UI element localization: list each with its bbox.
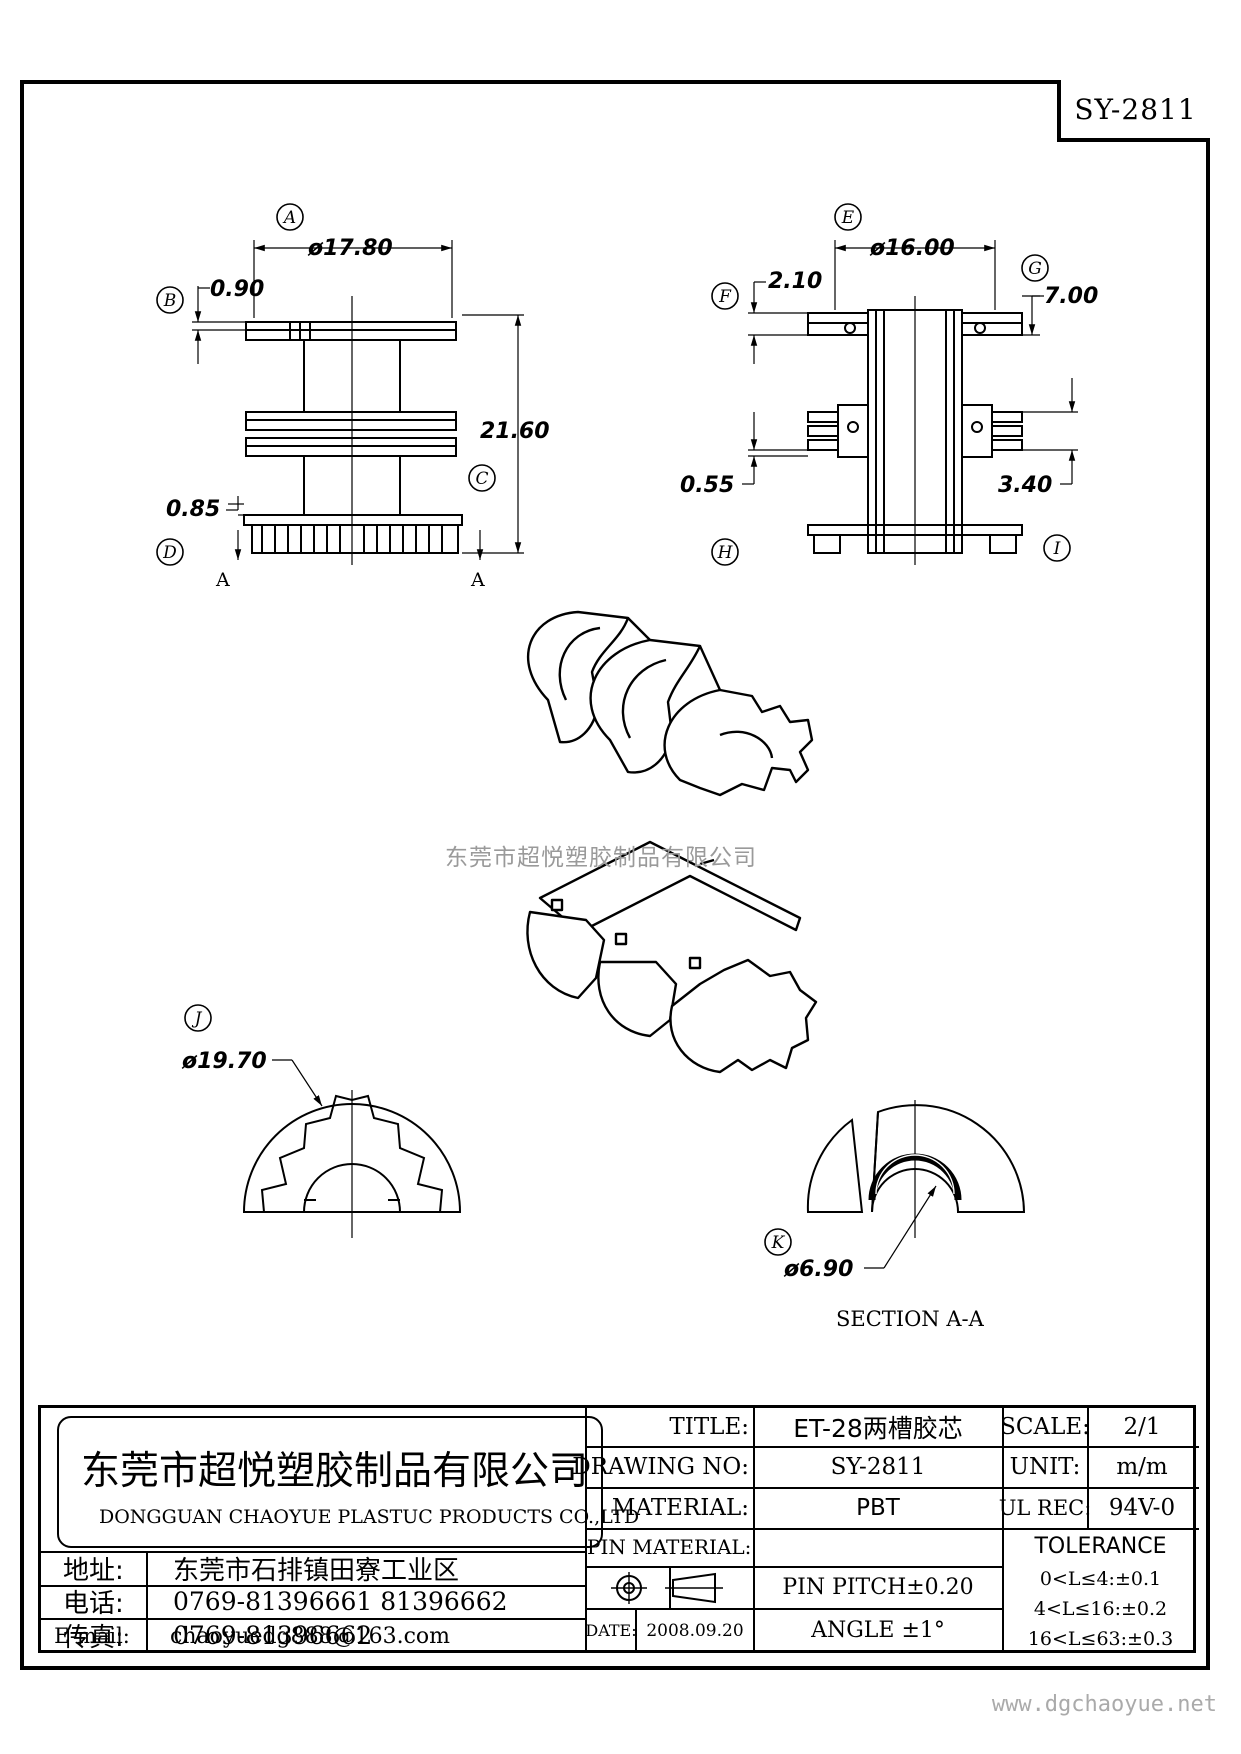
date-value: 2008.09.20 (646, 1620, 744, 1641)
tolerance-row-2: 4<L≤16:±0.2 (1033, 1598, 1168, 1620)
projection-symbol (611, 1572, 723, 1604)
dim-e: ø16.00 (869, 236, 955, 261)
section-a-a (806, 1100, 1026, 1269)
pin-material-label: PIN MATERIAL: (587, 1535, 752, 1559)
material-label: MATERIAL: (611, 1494, 749, 1521)
email-label: E-mail: (54, 1624, 130, 1648)
dim-b: 0.90 (210, 277, 264, 302)
scale-label: SCALE: (1000, 1414, 1090, 1440)
unit-value: m/m (1116, 1453, 1168, 1480)
company-name-cn: 东莞市超悦塑胶制品有限公司 (81, 1449, 589, 1494)
dim-g: 7.00 (1044, 284, 1098, 309)
dimension-labels: ø17.80 0.90 21.60 0.85 ø16.00 2.10 7.00 … (166, 236, 1098, 1282)
scale-value: 2/1 (1123, 1414, 1161, 1440)
material-value: PBT (856, 1494, 900, 1521)
isometric-lower (526, 840, 818, 1074)
balloon-a: A (282, 208, 296, 228)
drawing-frame (20, 80, 1210, 1670)
balloon-c: C (475, 469, 488, 489)
fax-value: 0769-81396662 (173, 1621, 373, 1650)
company-box: 东莞市超悦塑胶制品有限公司 DONGGUAN CHAOYUE PLASTUC P… (57, 1416, 639, 1548)
tolerance-row-3: 16<L≤63:±0.3 (1027, 1627, 1174, 1650)
balloon-markers (156, 203, 1071, 1256)
pin-pitch: PIN PITCH±0.20 (782, 1574, 974, 1600)
phone-label: 电话: (63, 1589, 124, 1619)
title-label: TITLE: (669, 1414, 749, 1440)
balloon-i: I (1053, 539, 1061, 559)
pin-material-value (755, 1528, 1001, 1566)
section-title: SECTION A-A (836, 1307, 985, 1331)
dim-f: 2.10 (768, 269, 822, 294)
address-label: 地址: (63, 1555, 124, 1586)
dim-i: 3.40 (998, 473, 1052, 498)
balloon-f: F (718, 287, 732, 307)
front-view (192, 240, 524, 565)
date-label: DATE: (585, 1621, 637, 1640)
dim-c: 21.60 (480, 419, 550, 444)
isometric-upper (526, 610, 814, 797)
dim-k: ø6.90 (783, 1257, 853, 1282)
dim-j: ø19.70 (181, 1049, 267, 1074)
drawing-no-label: DRAWING NO: (572, 1453, 749, 1480)
balloon-letters: A B C D E F G H I J K (162, 208, 1060, 1253)
email-value: chaoyuedg888@163.com (170, 1623, 451, 1649)
section-mark-left: A (215, 569, 230, 591)
angle-tolerance: ANGLE ±1° (811, 1618, 945, 1643)
dim-a: ø17.80 (307, 236, 393, 261)
section-mark-right: A (470, 569, 485, 591)
tolerance-row-1: 0<L≤4:±0.1 (1039, 1568, 1162, 1590)
balloon-j: J (192, 1009, 203, 1029)
balloon-b: B (163, 291, 177, 311)
balloon-g: G (1028, 259, 1042, 279)
section-marks: A A SECTION A-A (215, 569, 985, 1331)
title-value: ET-28两槽胶芯 (793, 1414, 963, 1443)
balloon-h: H (717, 543, 734, 563)
unit-label: UNIT: (1009, 1453, 1081, 1480)
title-block: 东莞市超悦塑胶制品有限公司 DONGGUAN CHAOYUE PLASTUC P… (38, 1405, 1199, 1653)
ul-label: UL REC: (998, 1495, 1092, 1520)
watermark-text: 东莞市超悦塑胶制品有限公司 (445, 845, 757, 871)
fax-label: 传真: (63, 1623, 124, 1653)
ul-value: 94V-0 (1108, 1494, 1176, 1521)
side-view (742, 240, 1078, 565)
balloon-e: E (841, 208, 855, 228)
view-j (242, 1059, 462, 1238)
phone-value: 0769-81396661 81396662 (173, 1587, 508, 1616)
website-url: www.dgchaoyue.net (991, 1692, 1217, 1717)
drawing-no-value: SY-2811 (830, 1453, 926, 1480)
tolerance-label: TOLERANCE (1034, 1533, 1167, 1559)
dim-d: 0.85 (166, 497, 220, 522)
dim-h: 0.55 (680, 473, 734, 498)
address-value: 东莞市石排镇田寮工业区 (173, 1555, 460, 1586)
drawing-code-box: SY-2811 (1057, 80, 1210, 142)
balloon-d: D (162, 543, 177, 563)
drawing-code: SY-2811 (1074, 92, 1197, 126)
balloon-k: K (771, 1233, 786, 1253)
company-name-en: DONGGUAN CHAOYUE PLASTUC PRODUCTS CO.,LT… (99, 1506, 640, 1528)
